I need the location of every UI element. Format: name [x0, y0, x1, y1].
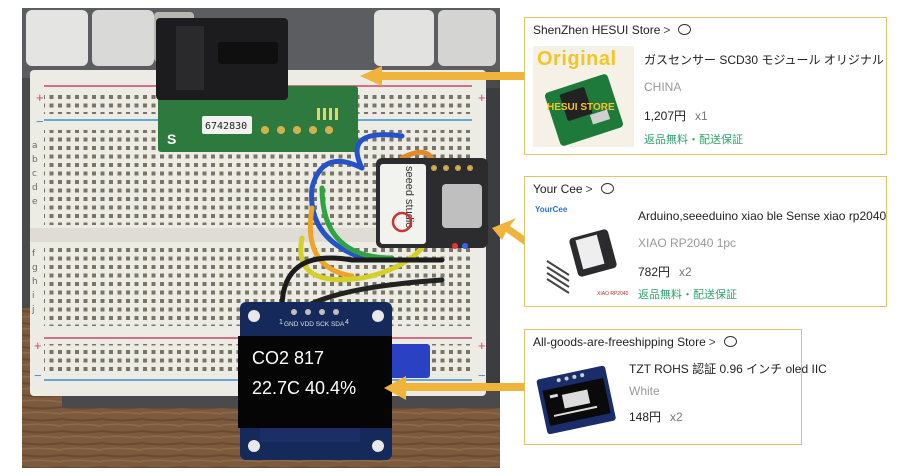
svg-text:d: d [32, 183, 38, 193]
svg-text:e: e [32, 197, 38, 207]
product-variant: XIAO RP2040 1pc [638, 236, 737, 250]
chat-icon[interactable] [678, 24, 692, 35]
oled-pin-num-left: 1 [279, 319, 283, 326]
svg-text:i: i [32, 291, 35, 301]
shipping-guarantee: 返品無料・配送保証 [644, 134, 743, 146]
sensor-mark: S [167, 131, 176, 147]
product-price-row: 782円 x2 [638, 263, 692, 280]
chevron-right-icon[interactable]: > [585, 182, 593, 196]
oled-line-temp-hum: 22.7C 40.4% [252, 378, 356, 398]
oled-line-co2: CO2 817 [252, 348, 324, 368]
order-card-oled: All-goods-are-freeshipping Store> TZT RO… [524, 329, 827, 445]
oled-pin-num-right: 4 [345, 319, 349, 326]
svg-text:j: j [31, 305, 35, 315]
thumb-badge-store: HESUI STORE [547, 102, 615, 113]
svg-text:a: a [32, 141, 38, 151]
thumb-caption: XIAO RP2040 [597, 291, 629, 297]
shipping-guarantee: 返品無料・配送保証 [638, 289, 737, 301]
product-price: 1,207円 [644, 109, 687, 123]
svg-text:b: b [32, 155, 38, 165]
svg-text:+: + [478, 90, 486, 105]
store-header[interactable]: Your Cee> [533, 182, 614, 196]
product-title[interactable]: Arduino,seeeduino xiao ble Sense xiao rp… [638, 209, 887, 223]
breadboard-photo: + − + + − + − abc de fgh ij 6742830 S [22, 8, 500, 468]
product-thumbnail[interactable] [533, 356, 619, 442]
product-quantity: x2 [670, 410, 683, 424]
store-name[interactable]: All-goods-are-freeshipping Store [533, 335, 706, 349]
arrow-to-sensor [360, 66, 528, 86]
order-card-xiao: Your Cee> YourCee XIAO RP2040 Arduino,se… [524, 176, 887, 307]
svg-text:g: g [32, 263, 38, 273]
product-title[interactable]: TZT ROHS 認証 0.96 インチ oled IIC [629, 362, 827, 376]
svg-text:c: c [32, 169, 37, 179]
chevron-right-icon[interactable]: > [708, 335, 716, 349]
svg-text:+: + [36, 90, 44, 105]
chevron-right-icon[interactable]: > [663, 23, 671, 37]
svg-text:h: h [32, 277, 38, 287]
svg-text:f: f [32, 249, 36, 259]
sensor-label: 6742830 [205, 121, 247, 132]
product-price-row: 1,207円 x1 [644, 107, 708, 124]
store-name[interactable]: Your Cee [533, 182, 583, 196]
svg-text:−: − [478, 368, 486, 383]
product-quantity: x2 [679, 265, 692, 279]
product-variant: White [629, 384, 660, 398]
chat-icon[interactable] [600, 183, 614, 194]
product-title[interactable]: ガスセンサー SCD30 モジュール オリジナル [644, 53, 884, 67]
thumb-badge-original: Original [537, 48, 617, 70]
thumb-brand: YourCee [535, 205, 568, 214]
svg-text:+: + [34, 338, 42, 353]
store-header[interactable]: ShenZhen HESUI Store> [533, 23, 692, 37]
order-card-scd30: ShenZhen HESUI Store> Original HESUI STO… [524, 17, 887, 155]
product-thumbnail[interactable]: YourCee XIAO RP2040 [533, 203, 631, 301]
product-variant: CHINA [644, 80, 682, 94]
arrow-to-xiao [492, 218, 530, 246]
store-name[interactable]: ShenZhen HESUI Store [533, 23, 661, 37]
chat-icon[interactable] [723, 336, 737, 347]
product-quantity: x1 [695, 109, 708, 123]
store-header[interactable]: All-goods-are-freeshipping Store> [533, 335, 737, 349]
svg-text:−: − [34, 368, 42, 383]
product-price: 148円 [629, 410, 662, 424]
product-price-row: 148円 x2 [629, 408, 683, 425]
product-thumbnail[interactable]: Original HESUI STORE [533, 46, 634, 147]
svg-text:+: + [478, 338, 486, 353]
arrow-to-oled [384, 376, 530, 400]
xiao-brand: seeed studio [403, 166, 415, 228]
product-price: 782円 [638, 265, 671, 279]
svg-text:−: − [36, 114, 44, 129]
oled-pin-labels: GND VDD SCK SDA [284, 321, 345, 328]
